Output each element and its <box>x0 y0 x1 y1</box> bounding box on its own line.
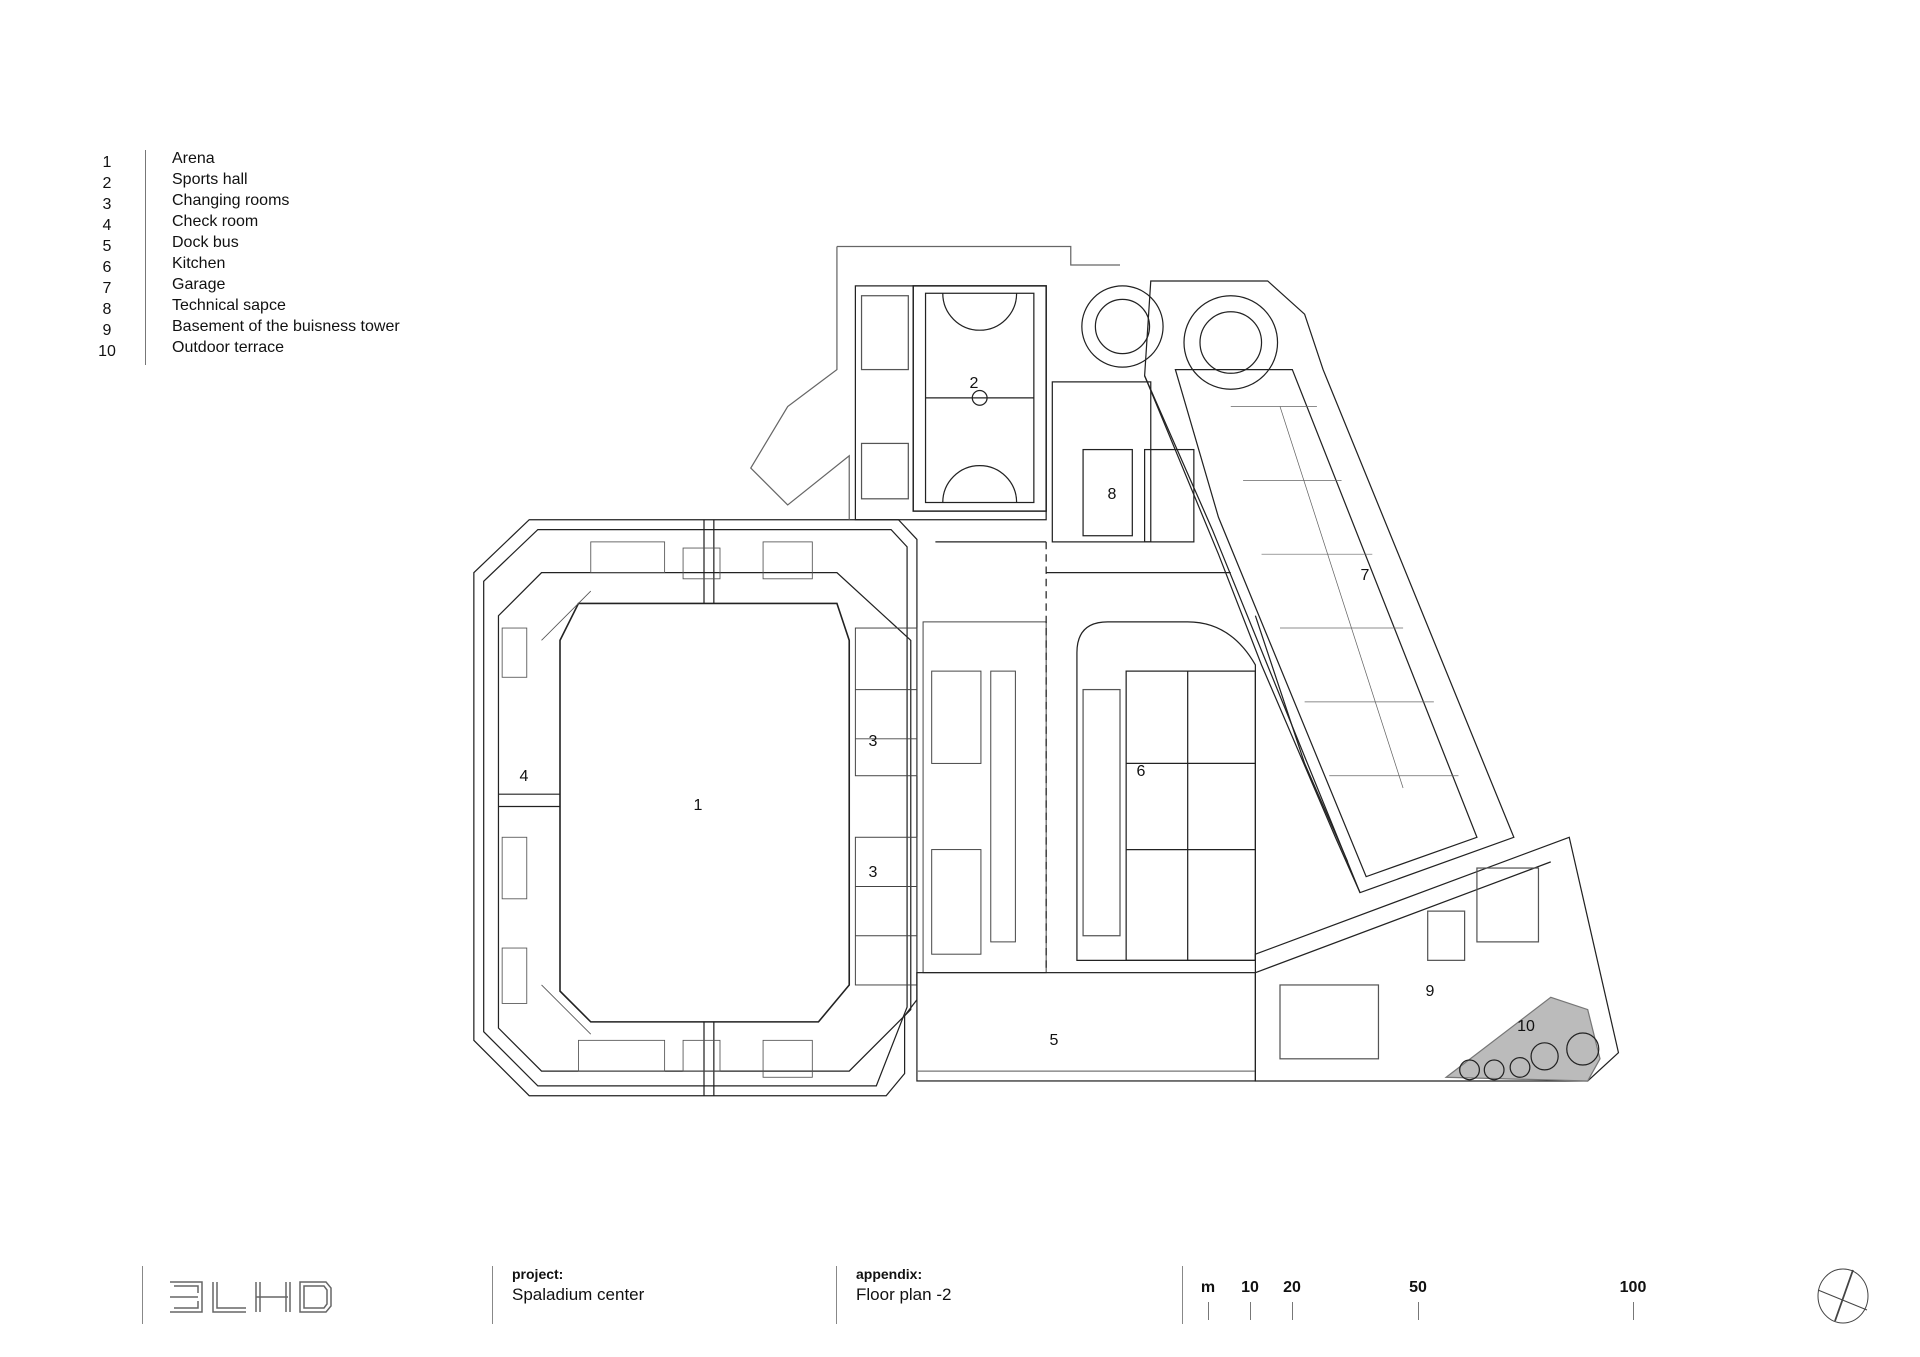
label-garage: 7 <box>1360 567 1370 584</box>
legend-label: Basement of the buisness tower <box>172 318 400 335</box>
dock-bus-area <box>916 541 1256 1082</box>
divider <box>492 1266 493 1324</box>
legend-label: Technical sapce <box>172 297 286 314</box>
kitchen-block <box>1076 621 1257 961</box>
changing-rooms-block <box>854 621 1047 986</box>
label-check-room: 4 <box>519 768 529 785</box>
legend-number: 3 <box>102 196 112 213</box>
project-name: Spaladium center <box>512 1285 645 1304</box>
legend-number: 1 <box>102 154 112 171</box>
garage-block <box>1143 280 1515 894</box>
legend-label: Changing rooms <box>172 192 290 209</box>
label-kitchen: 6 <box>1136 763 1146 780</box>
scale-tick <box>1250 1302 1251 1320</box>
appendix-value: Floor plan -2 <box>856 1285 952 1304</box>
appendix-info: appendix: Floor plan -2 <box>856 1266 951 1326</box>
scale-tick <box>1633 1302 1634 1320</box>
legend-number: 10 <box>98 343 116 360</box>
legend-label: Sports hall <box>172 171 248 188</box>
legend-number: 5 <box>102 238 112 255</box>
legend-number: 7 <box>102 280 112 297</box>
north-arrow-icon <box>1817 1268 1869 1324</box>
legend-number: 6 <box>102 259 112 276</box>
scale-tick-label: 10 <box>1241 1279 1259 1296</box>
legend-number: 9 <box>102 322 112 339</box>
scale-tick <box>1208 1302 1209 1320</box>
legend-number: 4 <box>102 217 112 234</box>
basement-terrace-block <box>1254 836 1620 1082</box>
project-key: project: <box>512 1266 564 1282</box>
label-sports-hall: 2 <box>969 375 979 392</box>
legend-divider <box>145 150 146 365</box>
label-changing-rooms: 3 <box>868 733 878 750</box>
legend-label: Dock bus <box>172 234 239 251</box>
arena-block <box>473 519 918 1097</box>
divider <box>836 1266 837 1324</box>
legend-label: Kitchen <box>172 255 226 272</box>
scale-tick <box>1292 1302 1293 1320</box>
project-info: project: Spaladium center <box>512 1266 644 1326</box>
scale-tick-label: 100 <box>1619 1279 1647 1296</box>
label-changing-rooms: 3 <box>868 864 878 881</box>
divider <box>142 1266 143 1324</box>
legend-label: Outdoor terrace <box>172 339 285 356</box>
sports-hall-block <box>749 245 1120 521</box>
3lhd-logo <box>170 1281 332 1313</box>
scale-tick-label: 20 <box>1283 1279 1301 1296</box>
legend-label: Garage <box>172 276 226 293</box>
legend-number: 8 <box>102 301 112 318</box>
label-outdoor-terrace: 10 <box>1517 1018 1535 1035</box>
scale-tick <box>1418 1302 1419 1320</box>
legend-label: Arena <box>172 150 215 167</box>
legend-number: 2 <box>102 175 112 192</box>
label-arena: 1 <box>693 797 703 814</box>
scale-unit: m <box>1200 1279 1216 1296</box>
divider <box>1182 1266 1183 1324</box>
appendix-key: appendix: <box>856 1266 923 1282</box>
technical-block <box>935 285 1279 574</box>
label-technical-space: 8 <box>1107 486 1117 503</box>
label-basement: 9 <box>1425 983 1435 1000</box>
label-dock-bus: 5 <box>1049 1032 1059 1049</box>
legend-label: Check room <box>172 213 259 230</box>
scale-tick-label: 50 <box>1409 1279 1427 1296</box>
